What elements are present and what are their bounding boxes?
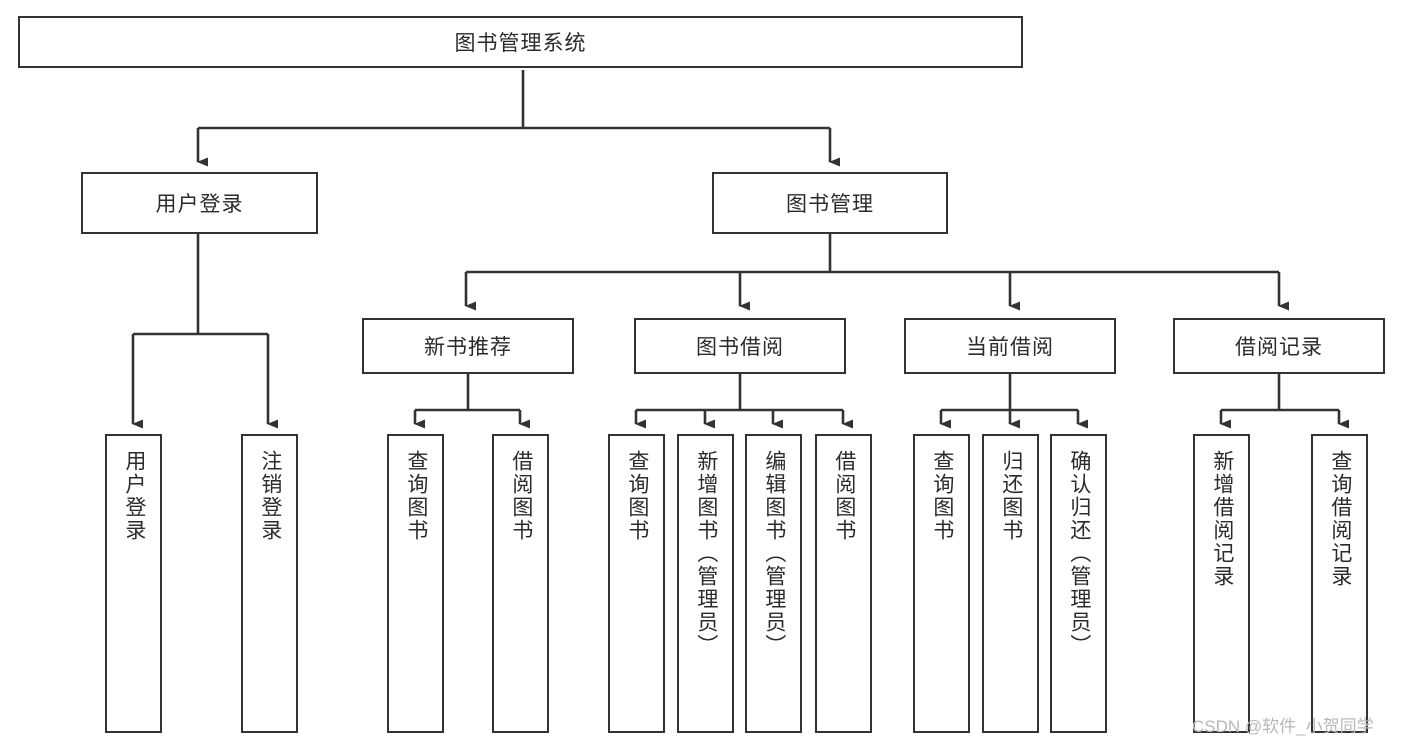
leaf-current-borrow-return-book[interactable]: 归还图书 — [982, 434, 1039, 733]
node-label: 归还图书 — [999, 450, 1023, 542]
node-user-login[interactable]: 用户登录 — [81, 172, 318, 234]
leaf-current-borrow-query-book[interactable]: 查询图书 — [913, 434, 970, 733]
leaf-borrow-record-query-record[interactable]: 查询借阅记录 — [1311, 434, 1368, 733]
node-book-borrow[interactable]: 图书借阅 — [634, 318, 846, 374]
node-label: 借阅记录 — [1235, 336, 1323, 359]
node-label: 编辑图书（管理员） — [762, 450, 786, 657]
leaf-book-borrow-edit-book-admin[interactable]: 编辑图书（管理员） — [745, 434, 802, 733]
node-label: 查询图书 — [625, 450, 649, 542]
node-label: 图书管理系统 — [454, 32, 587, 55]
node-label: 新书推荐 — [424, 336, 512, 359]
node-label: 查询借阅记录 — [1328, 450, 1352, 588]
leaf-current-borrow-confirm-return-admin[interactable]: 确认归还（管理员） — [1050, 434, 1107, 733]
node-label: 图书管理 — [786, 193, 874, 216]
node-label: 确认归还（管理员） — [1067, 450, 1091, 657]
leaf-user-login-logout[interactable]: 注销登录 — [241, 434, 298, 733]
leaf-new-book-query-book[interactable]: 查询图书 — [387, 434, 444, 733]
node-label: 图书借阅 — [696, 336, 784, 359]
leaf-borrow-record-add-record[interactable]: 新增借阅记录 — [1193, 434, 1250, 733]
leaf-book-borrow-query-book[interactable]: 查询图书 — [608, 434, 665, 733]
leaf-book-borrow-add-book-admin[interactable]: 新增图书（管理员） — [677, 434, 734, 733]
leaf-new-book-borrow-book[interactable]: 借阅图书 — [492, 434, 549, 733]
node-book-management[interactable]: 图书管理 — [712, 172, 948, 234]
node-root-book-management-system[interactable]: 图书管理系统 — [18, 16, 1023, 68]
node-label: 用户登录 — [155, 193, 244, 216]
node-label: 借阅图书 — [509, 450, 533, 542]
csdn-watermark: CSDN @软件_小贺同学 — [1192, 717, 1374, 736]
leaf-user-login-login[interactable]: 用户登录 — [105, 434, 162, 733]
node-label: 新增借阅记录 — [1210, 450, 1234, 588]
node-borrow-record[interactable]: 借阅记录 — [1173, 318, 1385, 374]
node-current-borrow[interactable]: 当前借阅 — [904, 318, 1116, 374]
node-label: 查询图书 — [930, 450, 954, 542]
node-label: 新增图书（管理员） — [694, 450, 718, 657]
node-label: 注销登录 — [258, 450, 282, 542]
node-new-book-recommend[interactable]: 新书推荐 — [362, 318, 574, 374]
leaf-book-borrow-borrow-book[interactable]: 借阅图书 — [815, 434, 872, 733]
node-label: 借阅图书 — [832, 450, 856, 542]
node-label: 当前借阅 — [966, 336, 1054, 359]
node-label: 用户登录 — [122, 450, 146, 542]
node-label: 查询图书 — [404, 450, 428, 542]
